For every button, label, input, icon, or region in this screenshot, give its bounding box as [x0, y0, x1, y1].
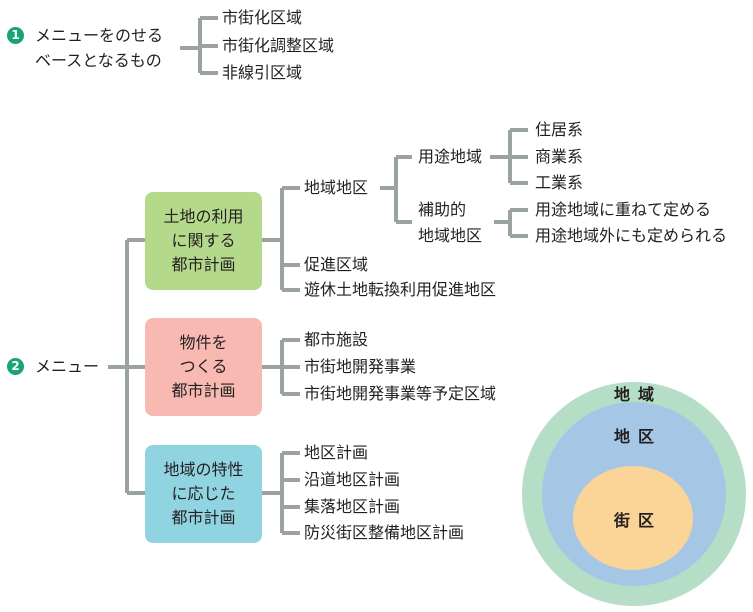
item: 住居系	[535, 120, 584, 139]
land-use-box: 土地の利用 に関する 都市計画	[145, 192, 262, 290]
box-line: つくる	[179, 357, 228, 376]
box-line: 物件を	[179, 333, 228, 352]
box-line: 地域の特性	[163, 460, 244, 479]
section1-title-line1: メニューをのせる	[35, 26, 164, 45]
item: 地区計画	[304, 443, 369, 462]
block-label: 街区	[613, 511, 663, 530]
item: 沿道地区計画	[304, 470, 401, 489]
item: 用途地域に重ねて定める	[535, 200, 712, 219]
item: 市街地開発事業	[304, 357, 417, 376]
box-line: 都市計画	[171, 381, 236, 400]
box-line: 都市計画	[171, 508, 236, 527]
youto-chiiki: 用途地域	[418, 147, 483, 166]
block-ellipse	[573, 466, 693, 570]
box-line: 都市計画	[171, 255, 236, 274]
item: 市街地開発事業等予定区域	[304, 384, 497, 403]
item: 遊休土地転換利用促進地区	[304, 280, 497, 299]
box-line: に応じた	[171, 484, 236, 503]
chiiki-chiku: 地域地区	[304, 178, 369, 197]
item: 商業系	[535, 147, 584, 166]
item: 市街化調整区域	[222, 36, 335, 55]
item: 非線引区域	[222, 63, 303, 82]
badge-2: 2	[7, 358, 24, 375]
section2-title: メニュー	[35, 357, 100, 376]
box-line: 土地の利用	[163, 207, 244, 226]
facility-box: 物件を つくる 都市計画	[145, 318, 262, 416]
item: 用途地域外にも定められる	[535, 226, 728, 245]
item: 集落地区計画	[304, 497, 401, 516]
item: 都市施設	[304, 330, 369, 349]
hojo-line2: 地域地区	[418, 226, 483, 245]
item: 防災街区整備地区計画	[304, 523, 465, 542]
badge-1: 1	[7, 27, 24, 44]
box-line: に関する	[171, 231, 236, 250]
hojo-line1: 補助的	[418, 200, 467, 219]
district-label: 地区	[613, 427, 663, 446]
local-box: 地域の特性 に応じた 都市計画	[145, 445, 262, 543]
item: 市街化区域	[222, 8, 303, 27]
region-label: 地域	[613, 385, 663, 404]
item: 促進区域	[304, 255, 369, 274]
item: 工業系	[535, 173, 584, 192]
section1-title-line2: ベースとなるもの	[35, 51, 162, 70]
